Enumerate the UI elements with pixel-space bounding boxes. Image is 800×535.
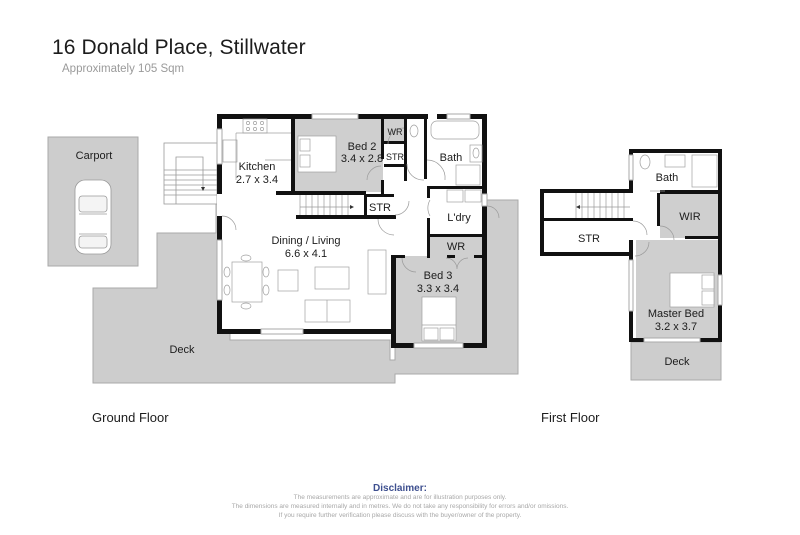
dining-living-size: 6.6 x 4.1: [285, 248, 327, 260]
disclaimer-line-1: The measurements are approximate and are…: [293, 494, 507, 501]
wr-upper-label: WR: [388, 127, 403, 137]
bath-fixtures: [409, 120, 483, 203]
bed2-size: 3.4 x 2.8: [341, 153, 383, 165]
ground-floor-label: Ground Floor: [92, 410, 169, 425]
wir-label: WIR: [679, 211, 700, 223]
property-area-subtitle: Approximately 105 Sqm: [62, 63, 185, 75]
bed3-bed-icon: [421, 296, 457, 342]
bed2-label: Bed 2: [348, 141, 377, 153]
first-floor-plan: Bath WIR STR Master Bed 3.2 x 3.7 Deck: [540, 149, 723, 381]
str-small-label: STR: [386, 152, 405, 162]
wr-lower-label: WR: [447, 241, 465, 253]
living-furniture: [223, 249, 387, 323]
bath-label: Bath: [440, 152, 463, 164]
dining-living-label: Dining / Living: [271, 235, 340, 247]
first-bath-label: Bath: [656, 172, 679, 184]
first-deck-label: Deck: [664, 356, 690, 368]
master-bed-label: Master Bed: [648, 308, 704, 320]
ground-floor-plan: Carport Kitchen 2.7 x 3.4 Bed 2 3.4 x 2.…: [47, 113, 519, 384]
str-stairs-label: STR: [369, 202, 391, 214]
ground-deck-area: [92, 199, 519, 384]
car-icon: [74, 179, 112, 255]
wr-lower-floor: [428, 236, 484, 256]
first-stairs: [575, 193, 630, 218]
property-address-title: 16 Donald Place, Stillwater: [52, 36, 306, 59]
disclaimer-line-3: If you require further verification plea…: [278, 512, 522, 519]
first-floor-label: First Floor: [541, 410, 600, 425]
first-deck-area: [630, 341, 722, 381]
disclaimer-line-2: The dimensions are measured internally a…: [231, 503, 569, 510]
first-str-label: STR: [578, 233, 600, 245]
bed3-size: 3.3 x 3.4: [417, 283, 459, 295]
entry-stairs: [163, 142, 218, 205]
first-walls: [540, 149, 722, 342]
kitchen-fixtures: [222, 118, 291, 180]
first-doors: [632, 220, 675, 257]
interior-stairs: [299, 195, 354, 215]
ground-walls: [217, 114, 487, 348]
laundry-label: L'dry: [447, 212, 471, 224]
kitchen-size: 2.7 x 3.4: [236, 174, 278, 186]
bed2-bed-icon: [297, 135, 337, 173]
master-bed-size: 3.2 x 3.7: [655, 321, 697, 333]
ground-deck-label: Deck: [169, 344, 195, 356]
disclaimer-title: Disclaimer:: [373, 483, 427, 494]
kitchen-label: Kitchen: [239, 161, 276, 173]
ground-doors: [221, 127, 500, 273]
master-bed-icon: [669, 272, 715, 308]
first-bath-fixtures: [639, 154, 718, 192]
carport-label: Carport: [76, 150, 113, 162]
wr-upper-floor: [384, 118, 406, 142]
bed3-label: Bed 3: [424, 270, 453, 282]
ground-windows: [216, 113, 488, 349]
first-windows: [628, 154, 723, 343]
